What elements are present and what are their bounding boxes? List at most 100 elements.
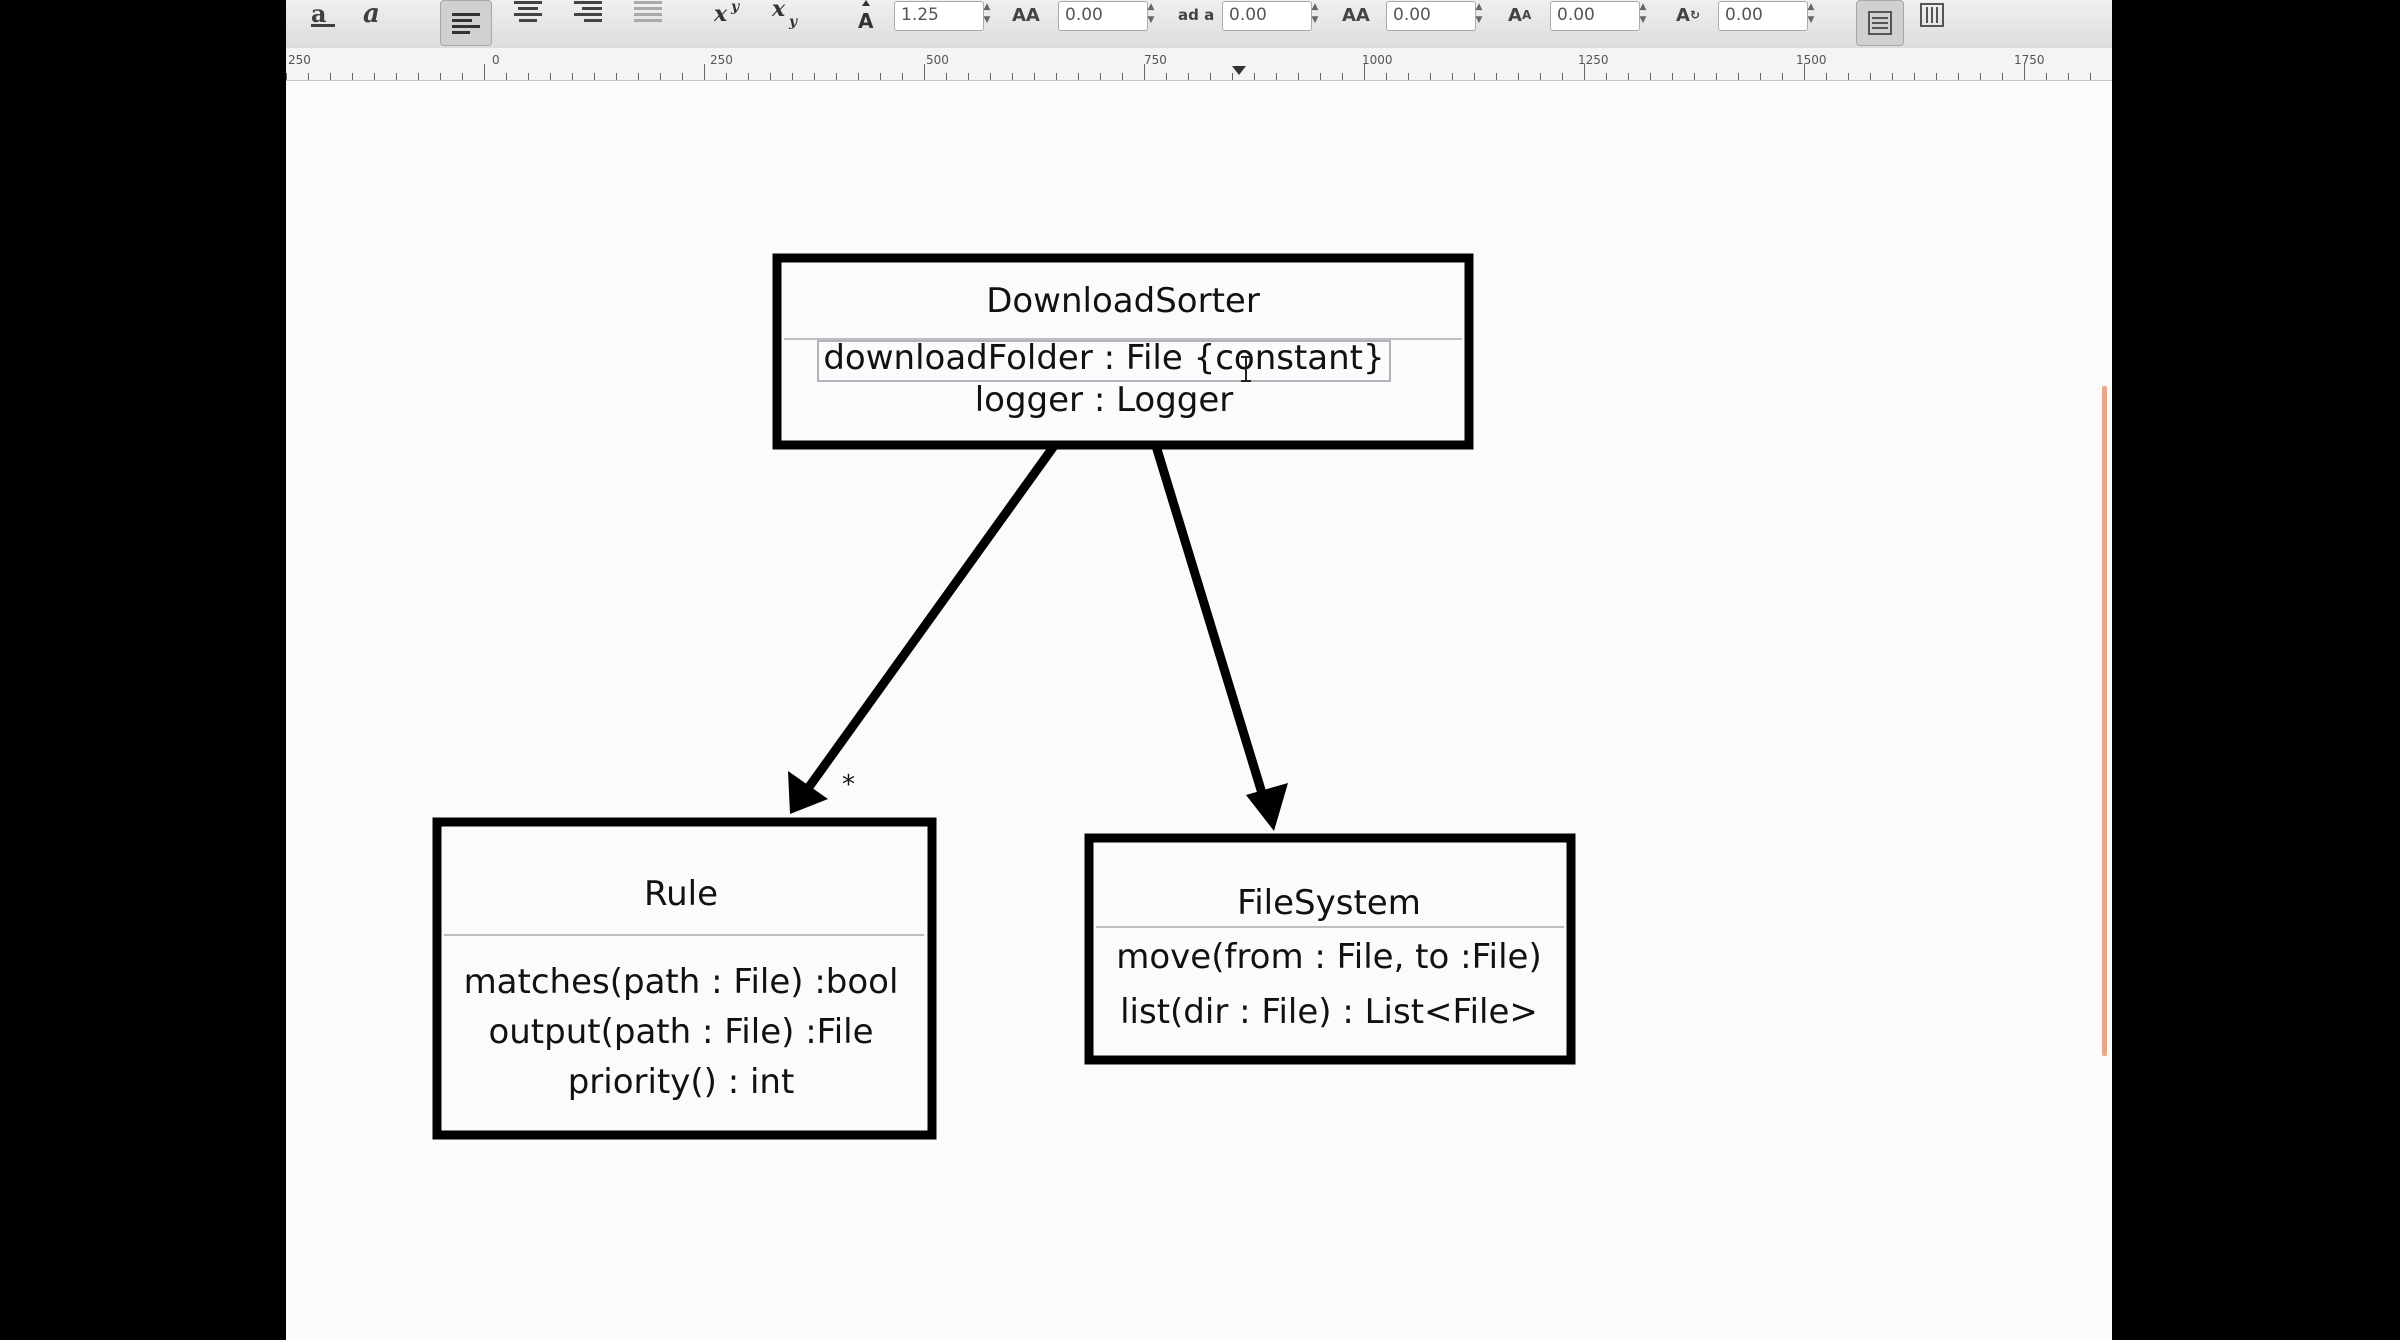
ruler-tick	[2002, 73, 2003, 80]
ruler-tick	[1496, 73, 1497, 80]
letter-spacing-field[interactable]: 0.00	[1058, 1, 1148, 31]
svg-text:a: a	[363, 2, 380, 28]
vertical-scroll-indicator[interactable]	[2102, 386, 2107, 1056]
ruler-tick	[1958, 73, 1959, 80]
class-method[interactable]: matches(path : File) :bool	[464, 962, 899, 1002]
align-right-button[interactable]	[568, 0, 608, 30]
ruler-tick	[1386, 73, 1387, 80]
class-box-downloadsorter[interactable]: DownloadSorter downloadFolder : File {co…	[772, 253, 1474, 450]
ruler-tick	[462, 73, 463, 80]
class-name: Rule	[644, 874, 718, 914]
ruler-tick	[1672, 73, 1673, 80]
class-method[interactable]: list(dir : File) : List<File>	[1120, 992, 1538, 1032]
ruler-tick	[1056, 73, 1057, 80]
ruler-tick	[704, 64, 705, 80]
ruler-tick	[572, 73, 573, 80]
ruler-tick	[990, 73, 991, 80]
ruler-tick	[2090, 73, 2091, 80]
class-attribute[interactable]: logger : Logger	[975, 380, 1234, 420]
ruler-tick	[1298, 73, 1299, 80]
letter-spacing-icon: AA	[1012, 4, 1040, 26]
ruler-label: 1250	[1578, 53, 1609, 67]
class-box-rule[interactable]: Rule matches(path : File) :bool output(p…	[432, 817, 937, 1140]
vertical-text-button[interactable]	[1912, 0, 1952, 30]
ruler-tick	[1232, 73, 1233, 80]
ruler-label: 1750	[2014, 53, 2045, 67]
ruler-tick	[792, 73, 793, 80]
ruler-tick	[1474, 73, 1475, 80]
ruler-tick	[638, 73, 639, 80]
ruler-tick	[814, 73, 815, 80]
ruler-tick	[1320, 73, 1321, 80]
ruler-tick	[1276, 73, 1277, 80]
vertical-shift-field[interactable]: 0.00	[1550, 1, 1640, 31]
ruler-label: 500	[926, 53, 949, 67]
ruler-tick	[1144, 64, 1145, 80]
ruler-label: 750	[1144, 53, 1167, 67]
ruler-tick	[1430, 73, 1431, 80]
line-spacing-field[interactable]: 1.25	[894, 1, 984, 31]
text-edit-frame	[817, 340, 1391, 382]
ruler-tick	[1936, 73, 1937, 80]
ruler-tick	[968, 73, 969, 80]
svg-text:A: A	[858, 9, 874, 30]
ruler-label: 1500	[1796, 53, 1827, 67]
align-left-button[interactable]	[440, 0, 492, 46]
class-method[interactable]: move(from : File, to :File)	[1116, 937, 1541, 977]
vertical-shift-stepper[interactable]: ▲▼	[1639, 2, 1647, 25]
ruler-tick	[682, 73, 683, 80]
ruler-tick	[1518, 73, 1519, 80]
ruler-tick	[1166, 73, 1167, 80]
horizontal-ruler[interactable]: 250 0 250 500 750 1000 1250 1500 1750	[286, 48, 2112, 81]
ruler-tick	[550, 73, 551, 80]
horizontal-text-button[interactable]	[1856, 0, 1904, 46]
justify-button[interactable]	[628, 0, 668, 30]
bold-style-icon[interactable]: a	[304, 0, 344, 30]
word-spacing-field[interactable]: 0.00	[1222, 1, 1312, 31]
association-to-filesystem[interactable]	[1151, 444, 1288, 831]
svg-text:a: a	[311, 2, 327, 28]
ruler-tick	[748, 73, 749, 80]
svg-text:y: y	[788, 14, 798, 30]
ruler-tick	[2024, 64, 2025, 80]
align-center-button[interactable]	[508, 0, 548, 30]
ruler-position-marker-icon	[1232, 66, 1246, 75]
kerning-icon: AA	[1342, 4, 1370, 26]
ruler-tick	[528, 73, 529, 80]
ruler-tick	[770, 73, 771, 80]
ruler-tick	[1716, 73, 1717, 80]
word-spacing-stepper[interactable]: ▲▼	[1311, 2, 1319, 25]
ruler-tick	[330, 73, 331, 80]
ruler-tick	[1738, 73, 1739, 80]
letter-spacing-stepper[interactable]: ▲▼	[1147, 2, 1155, 25]
ruler-tick	[1012, 73, 1013, 80]
ruler-tick	[924, 64, 925, 80]
kerning-field[interactable]: 0.00	[1386, 1, 1476, 31]
class-box-filesystem[interactable]: FileSystem move(from : File, to :File) l…	[1084, 833, 1576, 1065]
drawing-canvas[interactable]: * DownloadSorter downloadFolder : File {…	[286, 81, 2112, 1340]
ruler-label: 250	[288, 53, 311, 67]
rotation-stepper[interactable]: ▲▼	[1807, 2, 1815, 25]
line-spacing-stepper[interactable]: ▲▼	[983, 2, 991, 25]
ruler-tick	[616, 73, 617, 80]
association-to-rule[interactable]	[788, 443, 1058, 814]
ruler-tick	[374, 73, 375, 80]
kerning-stepper[interactable]: ▲▼	[1475, 2, 1483, 25]
class-attribute[interactable]: downloadFolder : File {constant}	[823, 338, 1384, 378]
word-spacing-icon: ad a	[1178, 6, 1215, 24]
italic-style-icon[interactable]: a	[354, 0, 394, 30]
rotation-field[interactable]: 0.00	[1718, 1, 1808, 31]
class-name: FileSystem	[1237, 883, 1421, 923]
ruler-tick	[308, 73, 309, 80]
ruler-tick	[902, 73, 903, 80]
class-method[interactable]: priority() : int	[568, 1062, 795, 1102]
class-method[interactable]: output(path : File) :File	[488, 1012, 873, 1052]
ruler-tick	[726, 73, 727, 80]
ruler-tick	[2046, 73, 2047, 80]
ruler-tick	[1254, 73, 1255, 80]
multiplicity-label: *	[842, 770, 855, 800]
